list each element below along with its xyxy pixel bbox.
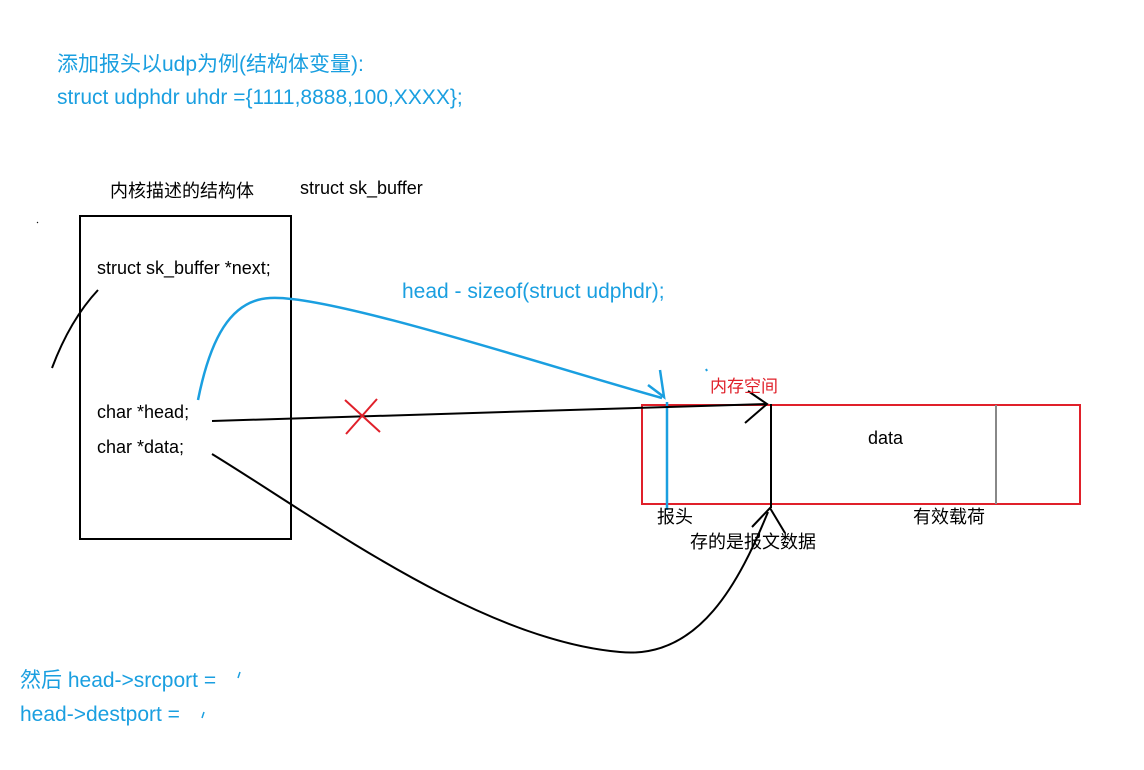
cross-mark-b xyxy=(345,398,378,435)
header-label: 报头 xyxy=(657,507,693,527)
stored-data-label: 存的是报文数据 xyxy=(690,532,816,552)
assign-destport: head->destport = xyxy=(20,703,180,726)
destport-mark xyxy=(201,711,205,719)
field-head: char *head; xyxy=(97,402,190,422)
next-pointer-stroke xyxy=(51,289,99,369)
field-next: struct sk_buffer *next; xyxy=(97,258,271,278)
head-formula: head - sizeof(struct udphdr); xyxy=(402,280,665,303)
field-data: char *data; xyxy=(97,437,185,457)
data-pointer-arrow xyxy=(211,453,769,654)
payload-label: 有效载荷 xyxy=(913,507,985,527)
memory-data-label: data xyxy=(868,428,904,448)
udp-struct-code: struct udphdr uhdr ={1111,8888,100,XXXX}… xyxy=(57,86,463,109)
memory-space-label: 内存空间 xyxy=(710,377,778,396)
head-shift-arrow xyxy=(196,296,663,401)
kernel-struct-label: 内核描述的结构体 xyxy=(110,181,254,201)
stray-mark xyxy=(36,221,39,224)
intro-title: 添加报头以udp为例(结构体变量): xyxy=(57,53,364,76)
sk-buffer-box xyxy=(79,215,292,540)
memory-box xyxy=(641,404,1081,505)
head-shift-arrowhead xyxy=(647,369,666,400)
srcport-mark xyxy=(237,671,241,679)
blue-dot xyxy=(705,368,708,372)
assign-srcport: 然后 head->srcport = xyxy=(20,669,217,692)
head-original-arrowhead xyxy=(744,390,769,424)
data-pointer-arrowhead xyxy=(751,506,786,534)
head-original-arrow xyxy=(211,403,767,422)
kernel-struct-name: struct sk_buffer xyxy=(300,178,423,198)
